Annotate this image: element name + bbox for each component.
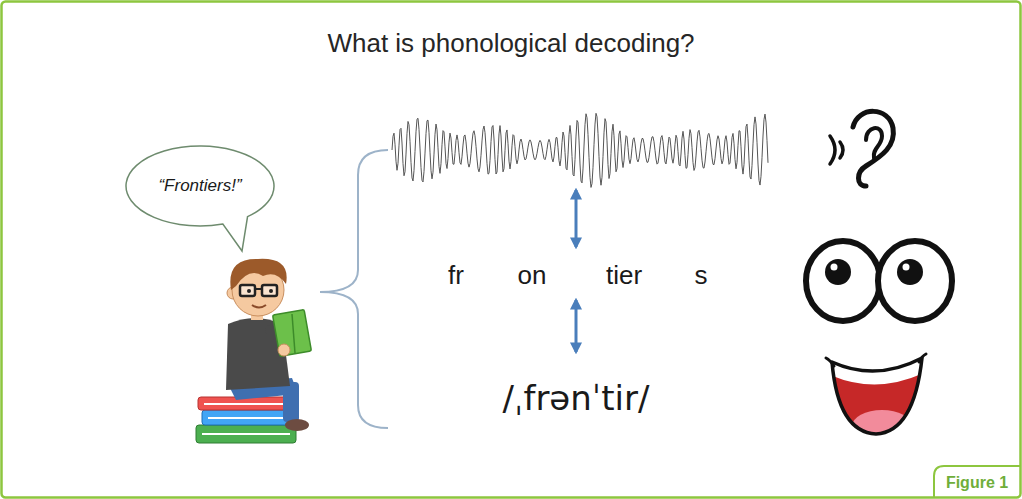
letter-chunk: tier <box>606 261 642 291</box>
book <box>202 410 294 425</box>
sound-arc <box>840 142 843 158</box>
ear-inner <box>866 128 882 158</box>
mouth-icon <box>826 354 926 442</box>
sound-waveform <box>392 113 768 187</box>
book-pages <box>202 433 290 435</box>
book-spine <box>292 314 295 353</box>
ipa-transcription: /ˌfrənˈtir/ <box>503 379 650 418</box>
pupil <box>897 259 923 285</box>
shoe <box>285 419 309 431</box>
highlight <box>903 264 910 271</box>
ear-icon <box>830 111 893 186</box>
hair <box>230 259 286 290</box>
book-pages <box>204 403 288 405</box>
double-arrow <box>575 190 578 247</box>
mouth-corner <box>826 358 834 366</box>
eyes-icon <box>806 241 952 321</box>
eye-white <box>806 241 880 321</box>
figure-caption: Figure 1 <box>946 474 1008 492</box>
smile <box>252 305 266 308</box>
speech-text: “Frontiers!” <box>158 176 241 196</box>
bubble-shape <box>126 146 274 251</box>
glasses <box>255 288 262 290</box>
mouth-corner <box>919 354 926 362</box>
eye-white <box>878 241 952 321</box>
sound-arc <box>830 136 835 164</box>
speech-bubble: “Frontiers!” <box>125 145 275 227</box>
reading-boy <box>196 259 311 443</box>
curly-bracket <box>320 150 388 428</box>
tongue <box>852 410 912 442</box>
letter-chunk: fr <box>448 261 464 291</box>
glasses <box>262 285 277 296</box>
green-book <box>273 310 312 357</box>
letter-chunk: s <box>695 261 708 291</box>
pupil <box>825 259 851 285</box>
mouth-outline <box>832 358 922 434</box>
diagram-title: What is phonological decoding? <box>327 29 694 59</box>
jeans <box>283 382 299 422</box>
hand <box>278 344 290 356</box>
eye <box>269 289 273 293</box>
book-pages <box>208 417 288 419</box>
figure-tab <box>934 466 1020 498</box>
book <box>196 425 296 443</box>
eye <box>247 289 251 293</box>
double-arrow <box>575 300 578 352</box>
highlight <box>831 264 838 271</box>
ear-outline <box>853 111 893 186</box>
glasses <box>240 285 255 296</box>
letter-chunk: on <box>518 261 547 291</box>
